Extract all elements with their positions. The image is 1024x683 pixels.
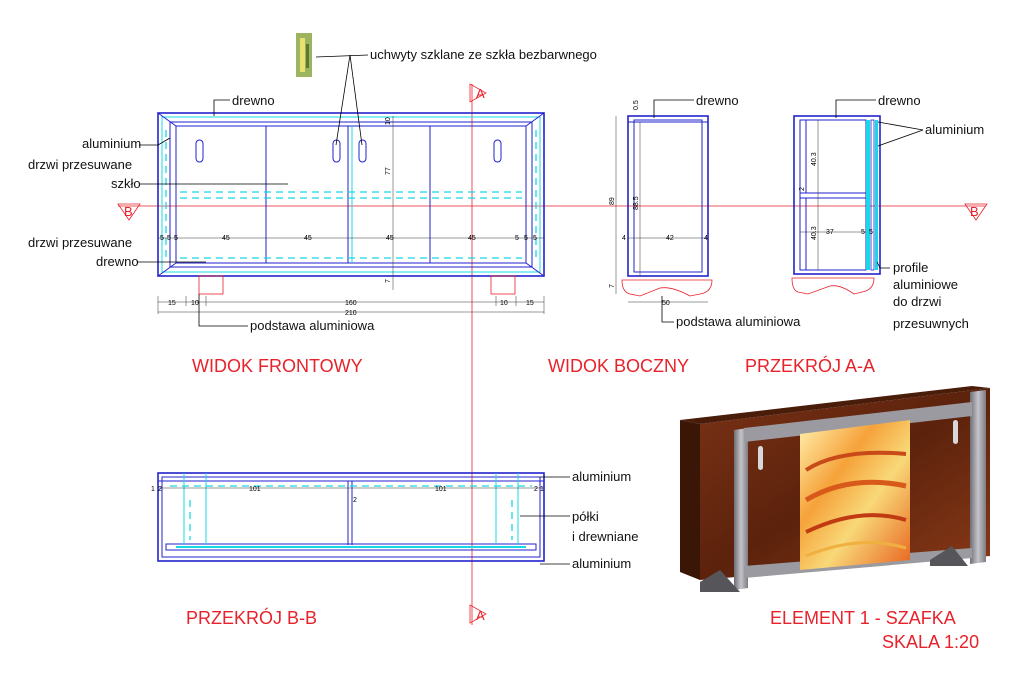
label-wood-front: drewno (232, 93, 275, 108)
front-base-right (490, 275, 516, 295)
render-handle-icon (758, 446, 763, 470)
section-marker-b-right: B (970, 204, 979, 219)
svg-text:160: 160 (345, 300, 357, 307)
section-aa: 40.3 2 37 40.3 5 5 (791, 115, 881, 295)
front-view: 77 7 10 5 5 5 45 45 45 45 5 5 5 15 10 16… (157, 112, 545, 317)
svg-text:89: 89 (609, 197, 616, 205)
section-line-b: B B (117, 203, 988, 221)
svg-text:40.3: 40.3 (811, 226, 818, 240)
svg-text:101: 101 (249, 486, 261, 493)
svg-text:45: 45 (222, 235, 230, 242)
svg-text:101: 101 (435, 486, 447, 493)
svg-text:2: 2 (353, 497, 357, 504)
svg-text:37: 37 (826, 229, 834, 236)
section-marker-a-bottom: A (476, 608, 485, 623)
title-section-aa: PRZEKRÓJ A-A (745, 355, 875, 376)
svg-text:1: 1 (540, 486, 544, 493)
label-wood-section: drewno (878, 93, 921, 108)
svg-text:210: 210 (345, 310, 357, 317)
svg-text:10: 10 (385, 117, 392, 125)
svg-text:5: 5 (861, 229, 865, 236)
svg-text:4: 4 (704, 235, 708, 242)
label-base-side: podstawa aluminiowa (676, 314, 801, 329)
title-section-bb: PRZEKRÓJ B-B (186, 607, 317, 628)
section-marker-a-top: A (476, 86, 485, 101)
title-side-view: WIDOK BOCZNY (548, 356, 689, 376)
svg-text:2: 2 (534, 486, 538, 493)
svg-text:40.3: 40.3 (811, 152, 818, 166)
svg-text:5: 5 (160, 235, 164, 242)
handle-icon (195, 139, 204, 163)
label-aluminium-front: aluminium (82, 136, 141, 151)
section-line-a: A A (469, 83, 487, 625)
svg-text:15: 15 (168, 300, 176, 307)
svg-text:4: 4 (622, 235, 626, 242)
label-aluminium-section: aluminium (925, 122, 984, 137)
label-wood-side: drewno (696, 93, 739, 108)
handle-icon (358, 139, 367, 163)
label-base-front: podstawa aluminiowa (250, 318, 375, 333)
svg-text:5: 5 (167, 235, 171, 242)
svg-text:7: 7 (385, 279, 392, 283)
front-base-left (198, 275, 224, 295)
glass-door-panel (800, 420, 910, 570)
svg-text:5: 5 (174, 235, 178, 242)
label-wood-door: drewno (96, 254, 139, 269)
svg-text:45: 45 (468, 235, 476, 242)
label-aluminium-bb-top: aluminium (572, 469, 631, 484)
svg-text:10: 10 (191, 300, 199, 307)
svg-text:7: 7 (609, 284, 616, 288)
svg-text:2: 2 (158, 486, 162, 493)
label-handles: uchwyty szklane ze szkła bezbarwnego (370, 47, 597, 62)
svg-text:15: 15 (526, 300, 534, 307)
svg-text:10: 10 (500, 300, 508, 307)
svg-text:45: 45 (386, 235, 394, 242)
label-sliding-doors-glass: drzwi przesuwane (28, 157, 132, 172)
label-shelves: półki i drewniane (572, 508, 639, 544)
render-handle-icon (953, 420, 958, 444)
section-aa-base (791, 277, 875, 295)
label-profiles: profile aluminiowe do drzwi przesuwnych (893, 259, 969, 331)
label-sliding-doors-wood: drzwi przesuwane (28, 235, 132, 250)
section-marker-b-left: B (124, 204, 133, 219)
handle-icon (493, 139, 502, 163)
cabinet-render (680, 386, 990, 592)
svg-text:45: 45 (304, 235, 312, 242)
section-bb: 1 2 101 2 101 2 1 (151, 472, 545, 562)
svg-text:1: 1 (151, 486, 155, 493)
title-front-view: WIDOK FRONTOWY (192, 356, 363, 376)
svg-text:2: 2 (799, 187, 806, 191)
label-aluminium-bb-bottom: aluminium (572, 556, 631, 571)
svg-text:5: 5 (533, 235, 537, 242)
svg-text:5: 5 (515, 235, 519, 242)
svg-text:0.5: 0.5 (633, 100, 640, 110)
svg-text:5: 5 (869, 229, 873, 236)
title-element: ELEMENT 1 - SZAFKA (770, 608, 956, 628)
side-base (621, 279, 713, 297)
svg-text:88.5: 88.5 (633, 196, 640, 210)
title-scale: SKALA 1:20 (882, 632, 979, 652)
svg-text:50: 50 (662, 300, 670, 307)
svg-text:77: 77 (385, 167, 392, 175)
side-view: 89 88.5 0.5 4 42 4 7 50 (609, 100, 713, 307)
svg-text:5: 5 (524, 235, 528, 242)
glass-handle-thumbnail (296, 33, 312, 77)
label-glass: szkło (111, 176, 141, 191)
svg-text:42: 42 (666, 235, 674, 242)
